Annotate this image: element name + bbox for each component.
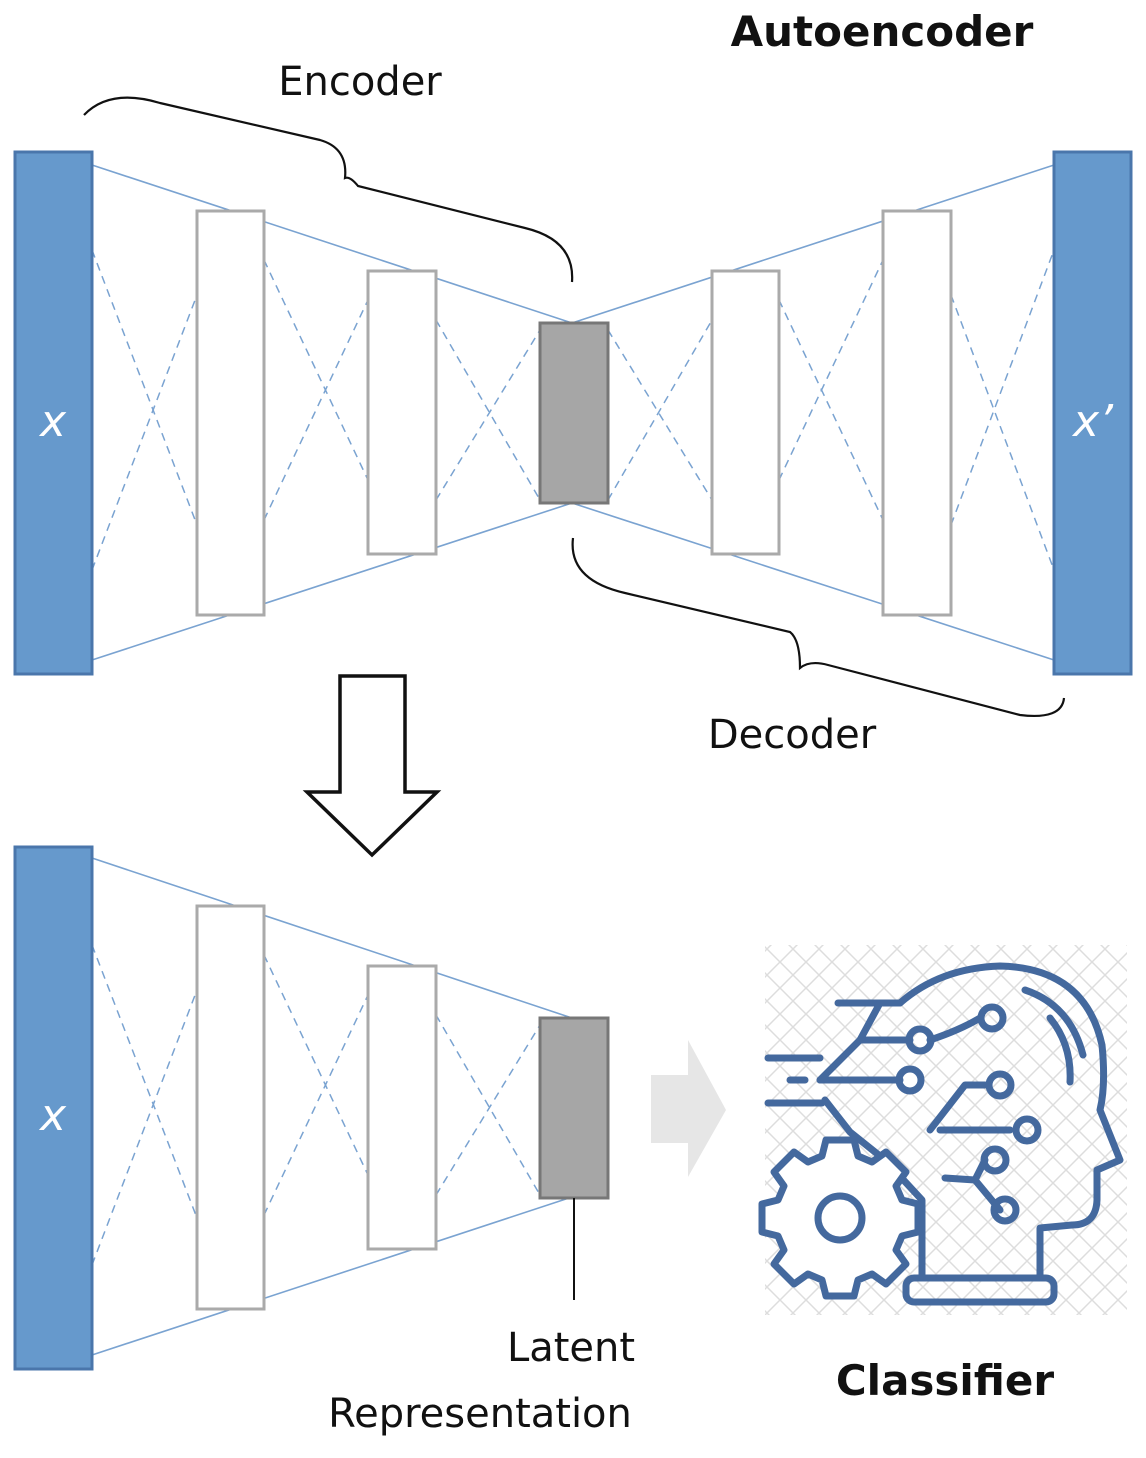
decoder-label: Decoder (708, 712, 877, 758)
encoder-input-label: x (38, 1090, 67, 1141)
output-layer (1052, 150, 1133, 676)
decoder-hidden-layer-1 (710, 269, 781, 556)
encoder-label: Encoder (278, 59, 442, 105)
encoder-input-layer (13, 845, 94, 1371)
encoder-network: x (13, 845, 610, 1371)
dashed-connections (91, 249, 1055, 571)
input-layer (13, 150, 94, 676)
input-label: x (38, 396, 67, 447)
encoder-hidden-layer-1 (195, 209, 266, 617)
connection-lines (91, 164, 1055, 661)
gear-icon (758, 1136, 922, 1300)
encoder-hidden-layer-2 (366, 269, 438, 556)
diagram-title: Autoencoder (731, 7, 1034, 56)
encoder-brace (83, 96, 574, 283)
latent-label-line1: Latent (507, 1325, 635, 1371)
down-arrow-icon (302, 674, 442, 858)
encoder-hidden-layer-2 (366, 964, 438, 1251)
latent-layer (538, 321, 610, 505)
decoder-brace (571, 537, 1066, 717)
decoder-hidden-layer-2 (881, 209, 953, 617)
autoencoder-network: x x’ (13, 150, 1133, 676)
latent-label-line2: Representation (328, 1391, 632, 1437)
ai-head-circuit-icon (758, 945, 1127, 1315)
output-label: x’ (1071, 396, 1114, 447)
right-arrow-icon (651, 1040, 726, 1177)
encoder-hidden-layer-1 (195, 904, 266, 1311)
connection-lines (91, 857, 573, 1356)
classifier-label: Classifier (836, 1356, 1055, 1405)
dashed-connections (91, 944, 541, 1266)
latent-layer (538, 1016, 610, 1200)
